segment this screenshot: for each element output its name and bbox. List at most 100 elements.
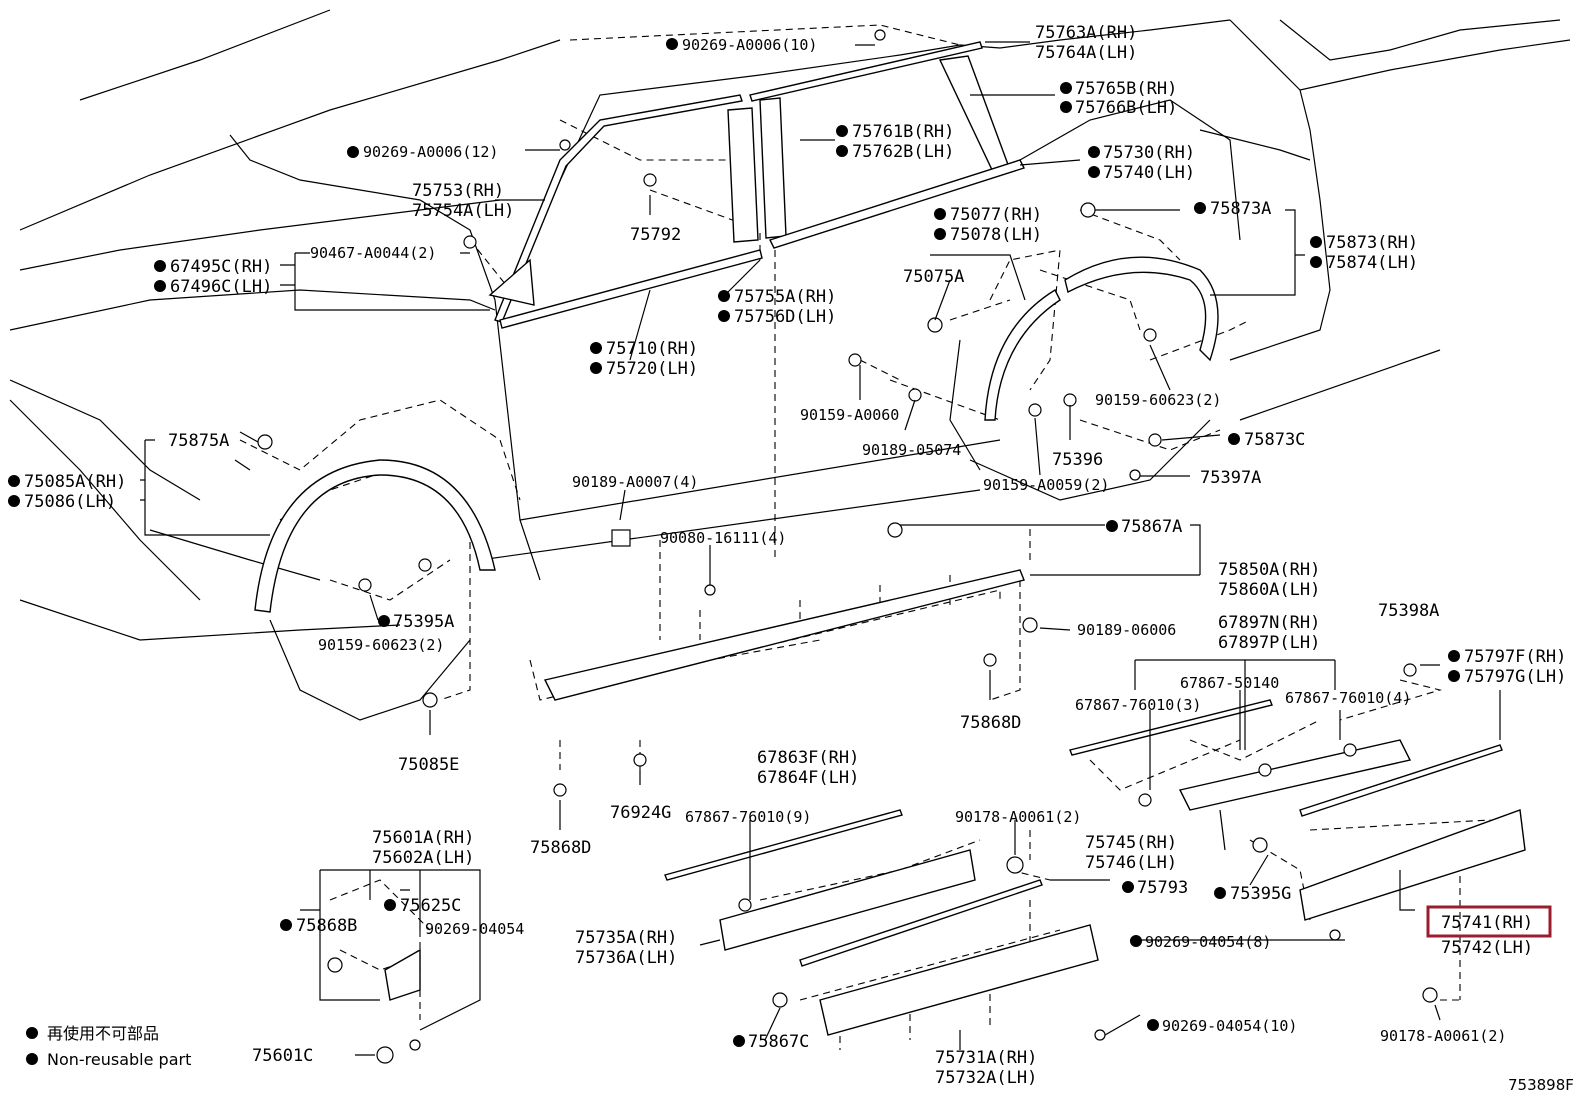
non-reusable-dot-icon <box>590 342 602 354</box>
clip-75398A <box>1403 663 1417 677</box>
label-75868D-upper: 75868D <box>960 713 1021 733</box>
center-pillar-garnish-front <box>727 107 759 243</box>
label-75797F: 75797F(RH) <box>1464 647 1566 667</box>
label-67867-76010-9: 67867-76010(9) <box>685 808 811 826</box>
label-90467-A0044: 90467-A0044(2) <box>310 244 436 262</box>
clip-75868B <box>327 957 343 973</box>
label-75754A: 75754A(LH) <box>412 201 514 221</box>
label-75086: 75086(LH) <box>24 492 116 512</box>
label-67863F: 67863F(RH) <box>757 748 859 768</box>
label-90269-04054-10: 90269-04054(10) <box>1162 1017 1297 1035</box>
clip-75085E <box>422 692 438 708</box>
label-75732A: 75732A(LH) <box>935 1068 1037 1088</box>
non-reusable-dot-icon <box>718 310 730 322</box>
label-90080-16111: 90080-16111(4) <box>660 529 786 547</box>
label-90269-A0006-12: 90269-A0006(12) <box>363 143 498 161</box>
clip-75868D-lower <box>553 783 567 797</box>
label-75873A: 75873A <box>1210 199 1271 219</box>
clip-67867-76010-3 <box>1138 793 1152 807</box>
clip-90159-60623 <box>358 578 372 592</box>
non-reusable-dot-icon <box>666 38 678 50</box>
label-75756D: 75756D(LH) <box>734 307 836 327</box>
door-frame-bracket <box>488 258 535 306</box>
label-75075A: 75075A <box>903 267 964 287</box>
label-75601A: 75601A(RH) <box>372 828 474 848</box>
non-reusable-dot-icon <box>718 290 730 302</box>
clip-75395G <box>1252 837 1268 853</box>
front-door-thin-strip <box>664 809 903 881</box>
clip-75873C <box>1148 433 1162 447</box>
clip-75867C <box>772 992 788 1008</box>
clip-90269-04054 <box>409 1039 421 1051</box>
rear-door-thin-strip <box>1299 744 1503 817</box>
label-75753: 75753(RH) <box>412 181 504 201</box>
non-reusable-dot-icon <box>1214 887 1226 899</box>
label-75746: 75746(LH) <box>1085 853 1177 873</box>
rear-door-lower-moulding <box>1299 809 1526 921</box>
non-reusable-dot-icon <box>590 362 602 374</box>
legend-text-en: Non-reusable part <box>47 1050 191 1069</box>
label-75601C: 75601C <box>252 1046 313 1066</box>
screw-90080 <box>704 584 716 596</box>
label-75736A: 75736A(LH) <box>575 948 677 968</box>
non-reusable-dot-icon <box>154 280 166 292</box>
clip-75396 <box>1063 393 1077 407</box>
label-75625C: 75625C <box>400 896 461 916</box>
clip-75397A <box>1129 469 1141 481</box>
clip-75075A <box>927 317 943 333</box>
label-75766B: 75766B(LH) <box>1075 98 1177 118</box>
label-75740: 75740(LH) <box>1103 163 1195 183</box>
legend-dot-icon <box>26 1027 38 1039</box>
label-90189-A0007: 90189-A0007(4) <box>572 473 698 491</box>
front-door-lower-moulding <box>819 924 1099 1036</box>
non-reusable-dot-icon <box>1088 146 1100 158</box>
legend-dot-icon <box>26 1053 38 1065</box>
label-75085E: 75085E <box>398 755 459 775</box>
fastener-75792 <box>643 173 657 187</box>
clip-75873A <box>1080 202 1096 218</box>
label-75874: 75874(LH) <box>1326 253 1418 273</box>
label-75765B: 75765B(RH) <box>1075 79 1177 99</box>
belt-moulding-rear <box>769 159 1025 249</box>
side-step-bracket <box>1178 739 1412 811</box>
non-reusable-dot-icon <box>1088 166 1100 178</box>
roof-moulding <box>749 41 983 102</box>
non-reusable-dot-icon <box>934 208 946 220</box>
non-reusable-dot-icon <box>1130 935 1142 947</box>
non-reusable-dot-icon <box>733 1035 745 1047</box>
clip-67867-76010-9 <box>738 898 752 912</box>
label-67496C: 67496C(LH) <box>170 277 272 297</box>
label-90189-06006: 90189-06006 <box>1077 621 1176 639</box>
label-90159-A0060: 90159-A0060 <box>800 406 899 424</box>
label-75078: 75078(LH) <box>950 225 1042 245</box>
legend: 再使用不可部品 Non-reusable part <box>26 1024 191 1069</box>
center-pillar-garnish-rear <box>759 97 787 239</box>
label-90178-A0061-upper: 90178-A0061(2) <box>955 808 1081 826</box>
clip-67867-50140 <box>1258 763 1272 777</box>
clip-90178-A0061-lower <box>1422 987 1438 1003</box>
non-reusable-dot-icon <box>1060 101 1072 113</box>
label-75867A: 75867A <box>1121 517 1182 537</box>
non-reusable-dot-icon <box>8 495 20 507</box>
label-90159-60623-front: 90159-60623(2) <box>318 636 444 654</box>
clip-75868D-upper <box>983 653 997 667</box>
non-reusable-dot-icon <box>1228 433 1240 445</box>
non-reusable-dot-icon <box>1310 256 1322 268</box>
label-75398A: 75398A <box>1378 601 1439 621</box>
label-75761B: 75761B(RH) <box>852 122 954 142</box>
label-67897P: 67897P(LH) <box>1218 633 1320 653</box>
label-67864F: 67864F(LH) <box>757 768 859 788</box>
rear-door-arch <box>984 289 1061 421</box>
clip-90159-A0060 <box>848 353 862 367</box>
non-reusable-dot-icon <box>1194 202 1206 214</box>
label-75742: 75742(LH) <box>1441 938 1533 958</box>
diagram-reference-id: 753898F <box>1508 1076 1574 1094</box>
non-reusable-dot-icon <box>154 260 166 272</box>
upper-door-moulding <box>1069 699 1273 756</box>
label-75797G: 75797G(LH) <box>1464 667 1566 687</box>
label-90189-05074: 90189-05074 <box>862 441 961 459</box>
label-75873: 75873(RH) <box>1326 233 1418 253</box>
label-75868B: 75868B <box>296 916 357 936</box>
non-reusable-dot-icon <box>1060 82 1072 94</box>
non-reusable-dot-icon <box>934 228 946 240</box>
